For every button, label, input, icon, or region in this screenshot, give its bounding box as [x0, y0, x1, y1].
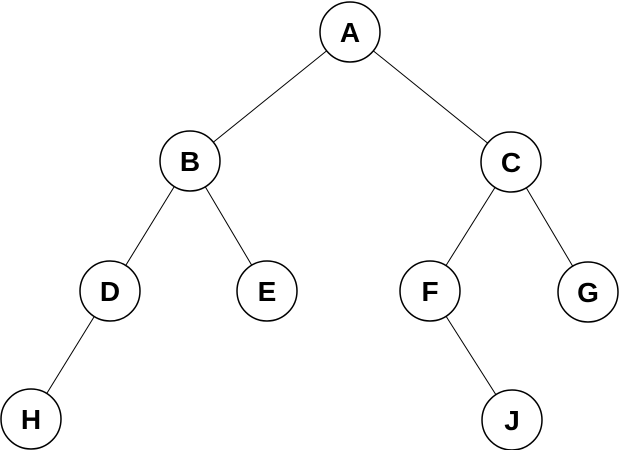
tree-node-A: A: [319, 1, 381, 63]
tree-node-label-H: H: [21, 404, 41, 435]
tree-edge-A-C: [349, 31, 512, 163]
tree-node-circle-A: [319, 1, 381, 63]
tree-node-label-C: C: [501, 147, 521, 178]
tree-node-circle-F: [399, 260, 461, 322]
tree-node-circle-C: [480, 131, 542, 193]
tree-node-B: B: [159, 130, 221, 192]
tree-node-circle-E: [236, 260, 298, 322]
tree-node-label-A: A: [340, 17, 360, 48]
tree-node-circle-B: [159, 130, 221, 192]
tree-node-E: E: [236, 260, 298, 322]
tree-node-C: C: [480, 131, 542, 193]
tree-node-label-D: D: [100, 276, 120, 307]
tree-node-F: F: [399, 260, 461, 322]
tree-edge-A-B: [189, 31, 351, 162]
tree-node-circle-J: [481, 389, 543, 450]
tree-node-label-E: E: [258, 276, 277, 307]
tree-node-circle-H: [0, 388, 62, 450]
tree-node-J: J: [481, 389, 543, 450]
tree-node-circle-G: [557, 261, 619, 323]
tree-node-G: G: [557, 261, 619, 323]
tree-node-D: D: [79, 260, 141, 322]
tree-node-label-J: J: [504, 405, 520, 436]
tree-node-H: H: [0, 388, 62, 450]
tree-node-label-F: F: [421, 276, 438, 307]
tree-node-label-B: B: [180, 146, 200, 177]
tree-node-circle-D: [79, 260, 141, 322]
tree-node-label-G: G: [577, 277, 599, 308]
